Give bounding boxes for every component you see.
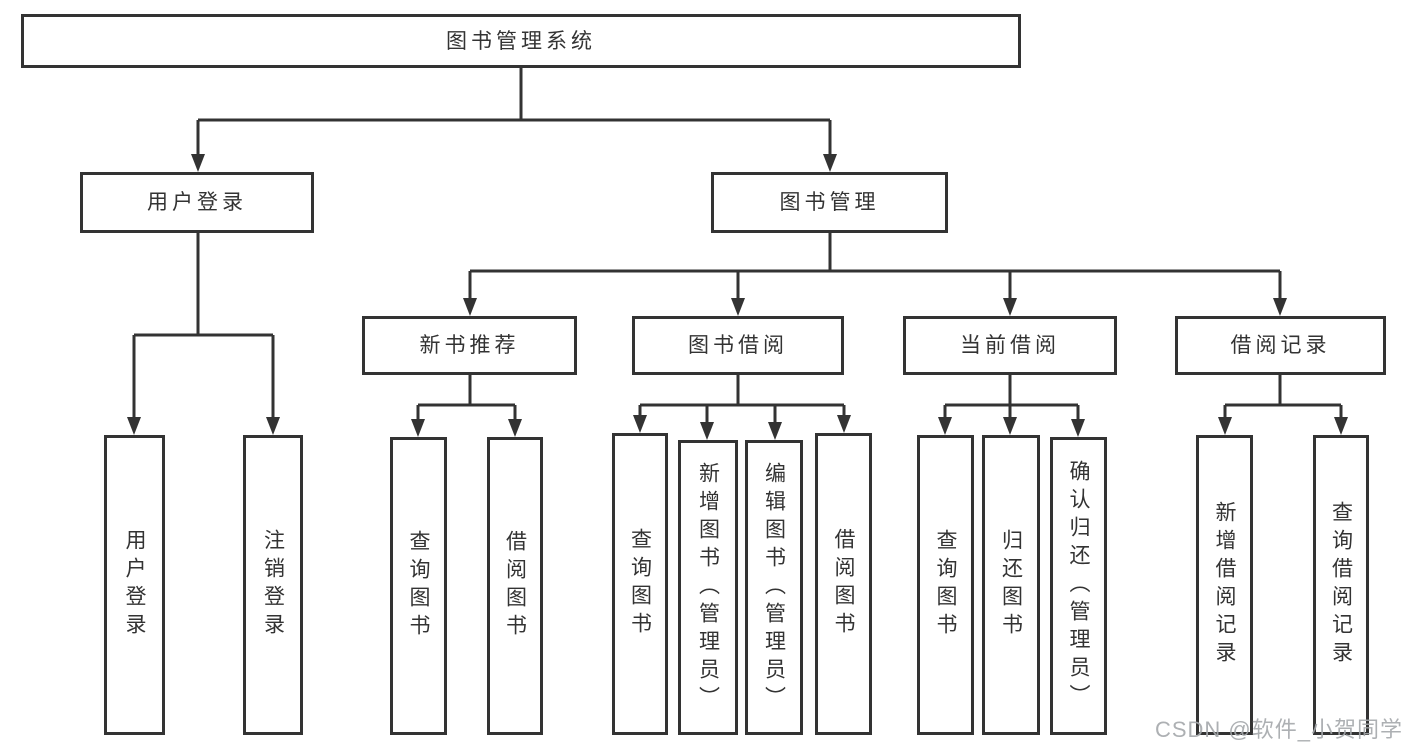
node-book-borrowing: 图书借阅 [632, 316, 844, 375]
leaf-query-books-current: 查询图书 [917, 435, 974, 735]
node-borrowing-records: 借阅记录 [1175, 316, 1386, 375]
leaf-edit-books-admin: 编辑图书（管理员） [745, 440, 803, 735]
leaf-return-books: 归还图书 [982, 435, 1040, 735]
node-book-management: 图书管理 [711, 172, 948, 233]
node-current-borrowing: 当前借阅 [903, 316, 1117, 375]
node-new-book-recommendation: 新书推荐 [362, 316, 577, 375]
leaf-borrow-books-recommend: 借阅图书 [487, 437, 543, 735]
leaf-query-borrow-record: 查询借阅记录 [1313, 435, 1369, 735]
leaf-add-borrow-record: 新增借阅记录 [1196, 435, 1253, 735]
leaf-user-login: 用户登录 [104, 435, 165, 735]
leaf-logout: 注销登录 [243, 435, 303, 735]
leaf-add-books-admin: 新增图书（管理员） [678, 440, 738, 735]
leaf-query-books-borrow: 查询图书 [612, 433, 668, 735]
leaf-query-books-recommend: 查询图书 [390, 437, 447, 735]
leaf-confirm-return-admin: 确认归还（管理员） [1050, 437, 1107, 735]
leaf-borrow-books: 借阅图书 [815, 433, 872, 735]
node-library-management-system: 图书管理系统 [21, 14, 1021, 68]
csdn-watermark: CSDN @软件_小贺同学 [1154, 717, 1403, 742]
node-user-login: 用户登录 [80, 172, 314, 233]
